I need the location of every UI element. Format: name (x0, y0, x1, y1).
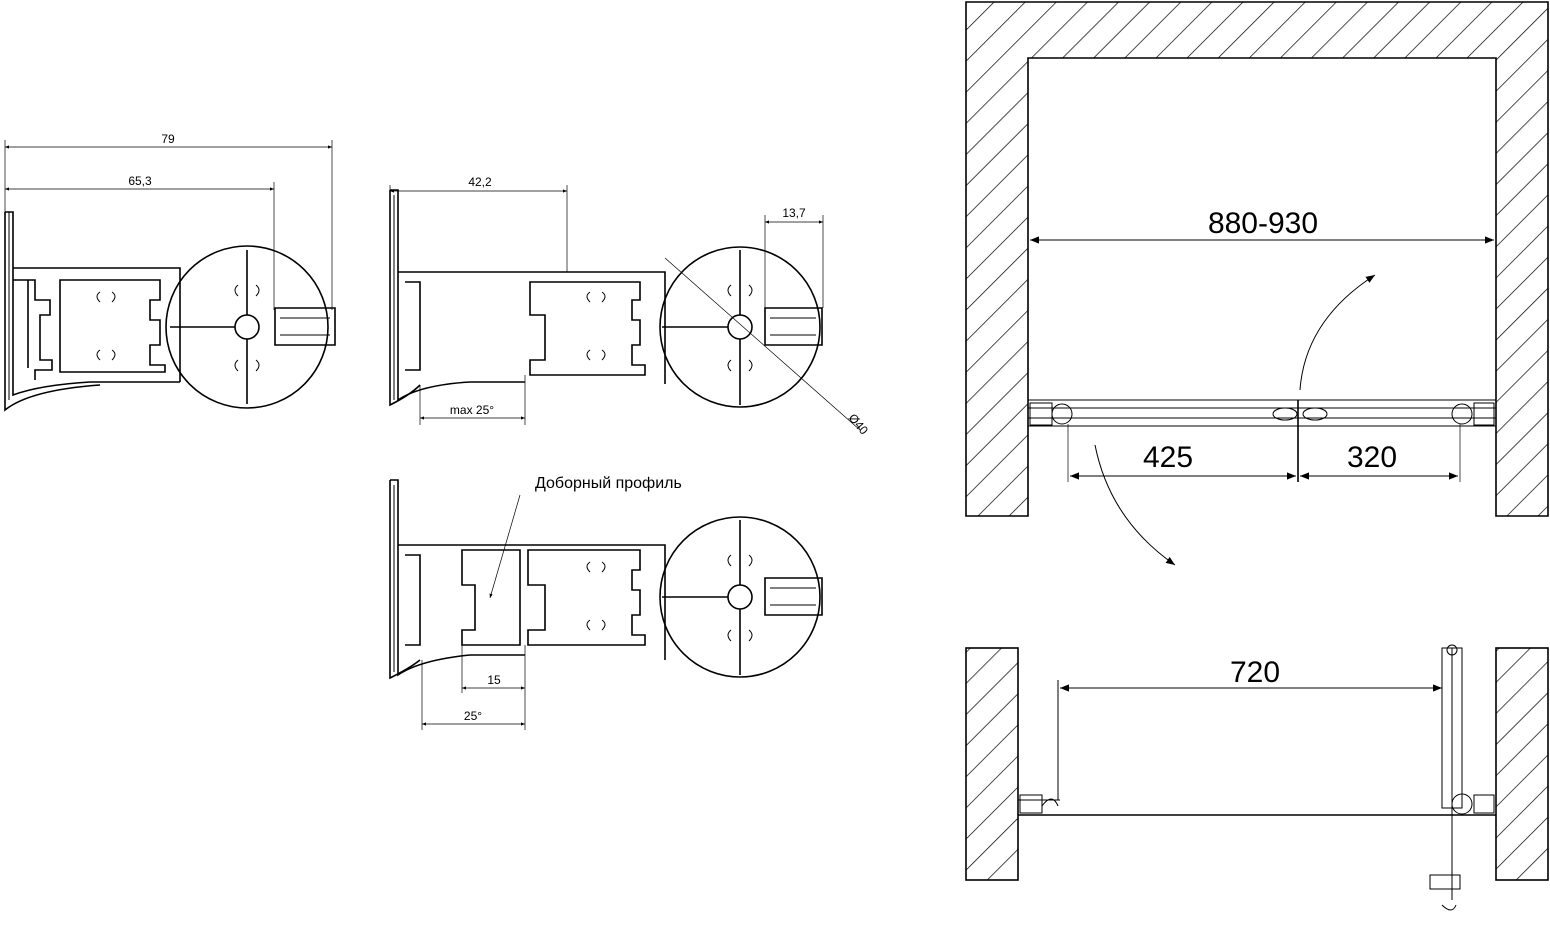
profile-section-wall (4, 211, 336, 412)
wall-hatched-left (965, 647, 1019, 881)
wall-hatched-right (1495, 647, 1549, 881)
dim-diameter-40: Ø40 (846, 411, 872, 438)
profile3-dimensions: Доборный профиль 15 25° (421, 475, 682, 730)
dim-425: 425 (1143, 441, 1193, 474)
dim-13-7: 13,7 (782, 206, 806, 220)
plan-open-dimensions: 720 (1060, 656, 1442, 692)
dim-880-930: 880-930 (1208, 207, 1318, 240)
plan-closed-door (965, 1, 1549, 566)
dim-42-2: 42,2 (468, 175, 492, 189)
dim-max-25: max 25° (450, 403, 494, 417)
profile1-dimensions: 79 65,3 (4, 132, 333, 310)
callout-extension-profile: Доборный профиль (535, 475, 682, 492)
dim-320: 320 (1347, 441, 1397, 474)
profile-section-extension (389, 479, 823, 680)
dim-15: 15 (487, 673, 501, 687)
dim-65-3: 65,3 (128, 174, 152, 188)
profile-section-max-angle (389, 189, 823, 408)
plan-closed-dimensions: 880-930 425 320 (1030, 207, 1494, 482)
dim-720: 720 (1230, 656, 1280, 689)
dim-25-deg: 25° (464, 709, 482, 723)
plan-open-door (965, 644, 1549, 911)
profile2-dimensions: 42,2 13,7 Ø40 max 25° (389, 175, 872, 438)
dim-79: 79 (161, 132, 175, 146)
wall-hatched-top (965, 1, 1549, 517)
